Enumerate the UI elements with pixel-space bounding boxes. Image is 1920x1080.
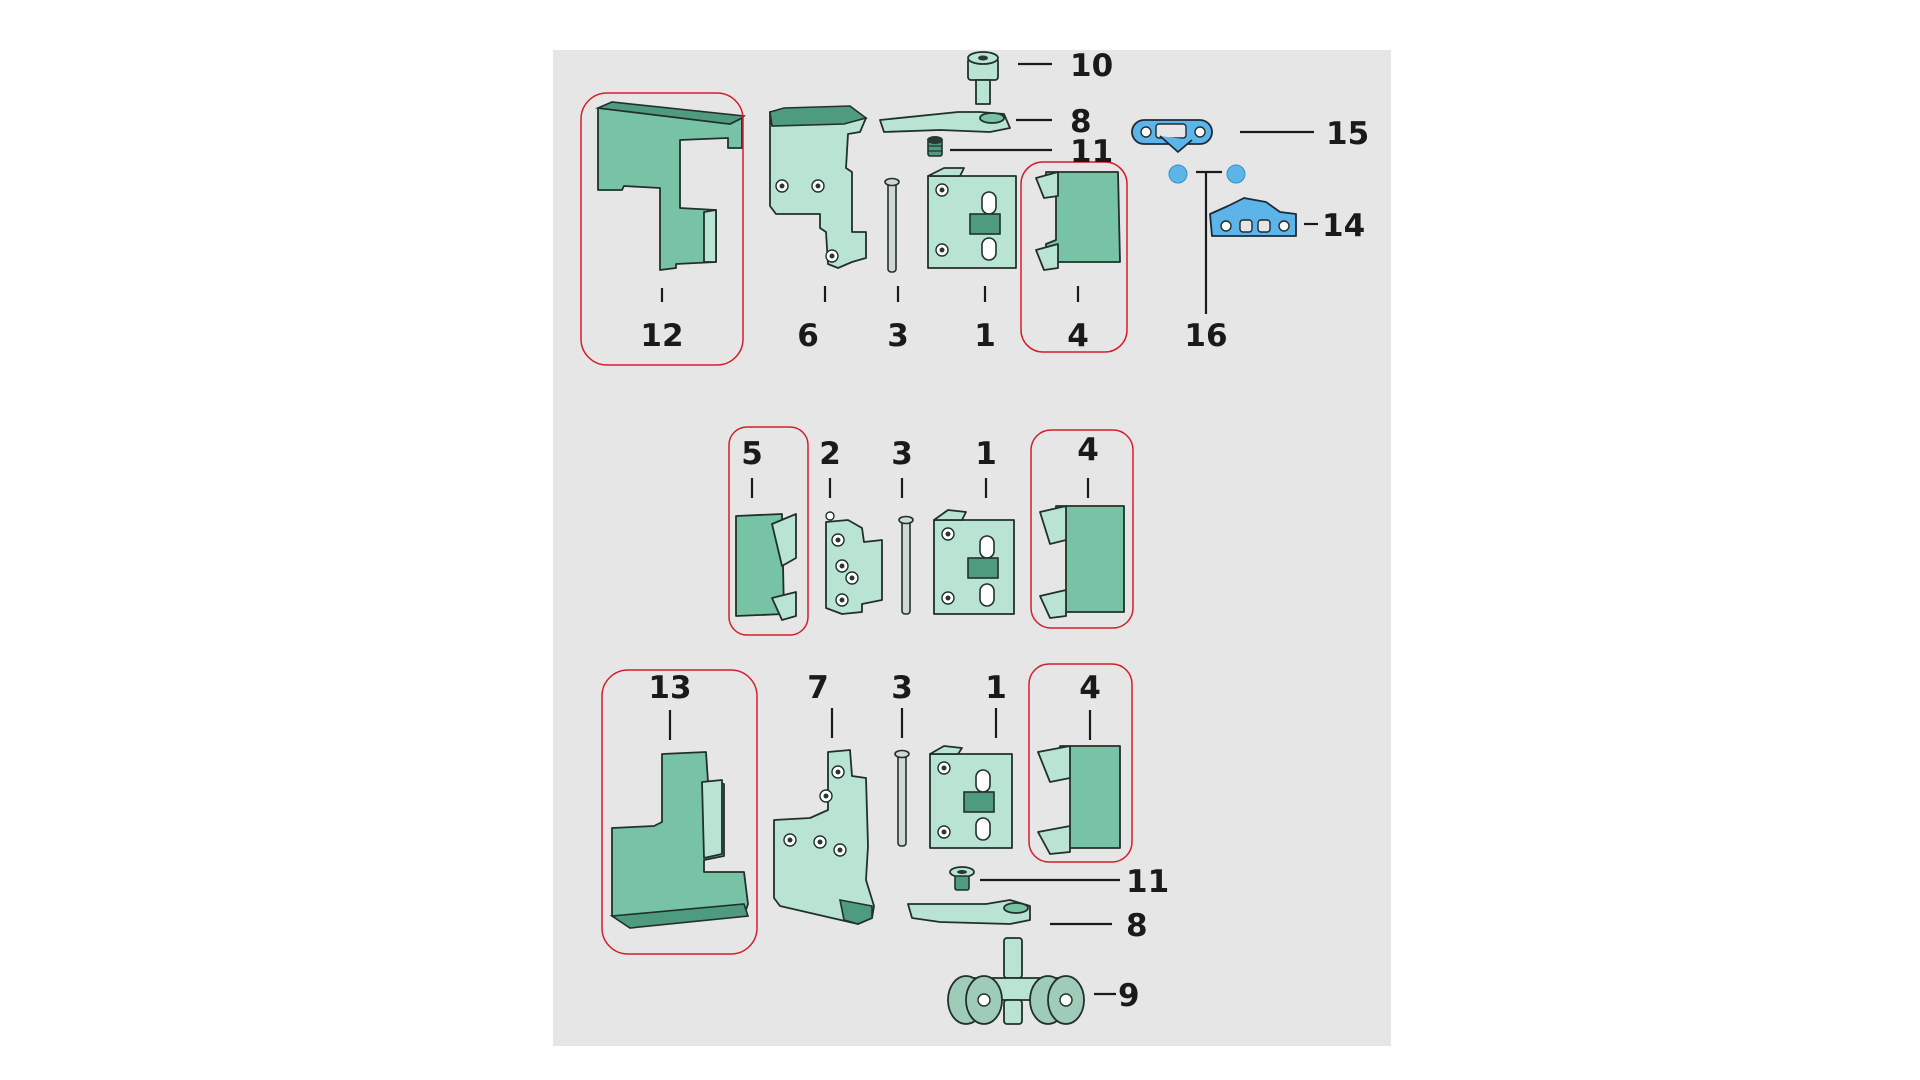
part-1-hinge-body-icon: [933, 509, 1015, 615]
label-8-bot: 8: [1126, 908, 1148, 944]
label-4-bot: 4: [1079, 670, 1101, 706]
highlight-part-13: [601, 669, 758, 955]
part-4-clip-icon: [1035, 171, 1121, 271]
highlight-part-4-bot: [1028, 663, 1133, 863]
highlight-part-12: [580, 92, 744, 366]
label-16: 16: [1184, 318, 1227, 354]
part-15-slider-icon: [1131, 119, 1213, 153]
label-1-top: 1: [974, 318, 996, 354]
highlight-part-4-mid: [1030, 429, 1134, 629]
label-3-top: 3: [887, 318, 909, 354]
part-7-hinge-plate-icon: [773, 749, 875, 925]
part-3-hinge-pin-icon: [898, 515, 914, 615]
part-12-end-cap-icon: [594, 101, 746, 271]
part-1-hinge-body-icon: [927, 167, 1017, 269]
label-8-top: 8: [1070, 104, 1092, 140]
part-5-cover-icon: [735, 513, 797, 621]
part-11-screw-icon: [949, 866, 975, 891]
part-3-hinge-pin-icon: [884, 177, 900, 273]
label-3-bot: 3: [891, 670, 913, 706]
part-11-screw-icon: [927, 136, 943, 157]
part-4-clip-icon: [1037, 745, 1121, 855]
part-3-hinge-pin-icon: [894, 749, 910, 847]
label-10: 10: [1070, 48, 1113, 84]
part-6-hinge-plate-icon: [769, 105, 868, 269]
highlight-part-5: [728, 426, 809, 636]
label-4-top: 4: [1067, 318, 1089, 354]
part-4-clip-icon: [1039, 505, 1125, 619]
label-5: 5: [741, 436, 763, 472]
label-13: 13: [648, 670, 691, 706]
part-16-ball-icon: [1168, 164, 1246, 184]
part-14-bracket-icon: [1209, 197, 1297, 237]
label-1-bot: 1: [985, 670, 1007, 706]
part-10-bolt-icon: [967, 51, 999, 105]
label-7: 7: [807, 670, 829, 706]
label-2: 2: [819, 436, 841, 472]
part-2-hinge-plate-icon: [825, 511, 883, 615]
label-11-bot: 11: [1126, 864, 1169, 900]
part-13-end-cap-icon: [609, 751, 750, 929]
label-9: 9: [1118, 978, 1140, 1014]
part-8-lever-arm-icon: [879, 111, 1011, 133]
label-4-mid: 4: [1077, 432, 1099, 468]
label-3-mid: 3: [891, 436, 913, 472]
label-12: 12: [640, 318, 683, 354]
label-14: 14: [1322, 208, 1365, 244]
label-15: 15: [1326, 116, 1369, 152]
label-6: 6: [797, 318, 819, 354]
label-1-mid: 1: [975, 436, 997, 472]
label-11-top: 11: [1070, 134, 1113, 170]
highlight-part-4-top: [1020, 161, 1128, 353]
part-1-hinge-body-icon: [929, 745, 1013, 849]
part-8-lever-arm-icon: [907, 899, 1031, 925]
part-9-roller-carriage-icon: [947, 937, 1085, 1025]
